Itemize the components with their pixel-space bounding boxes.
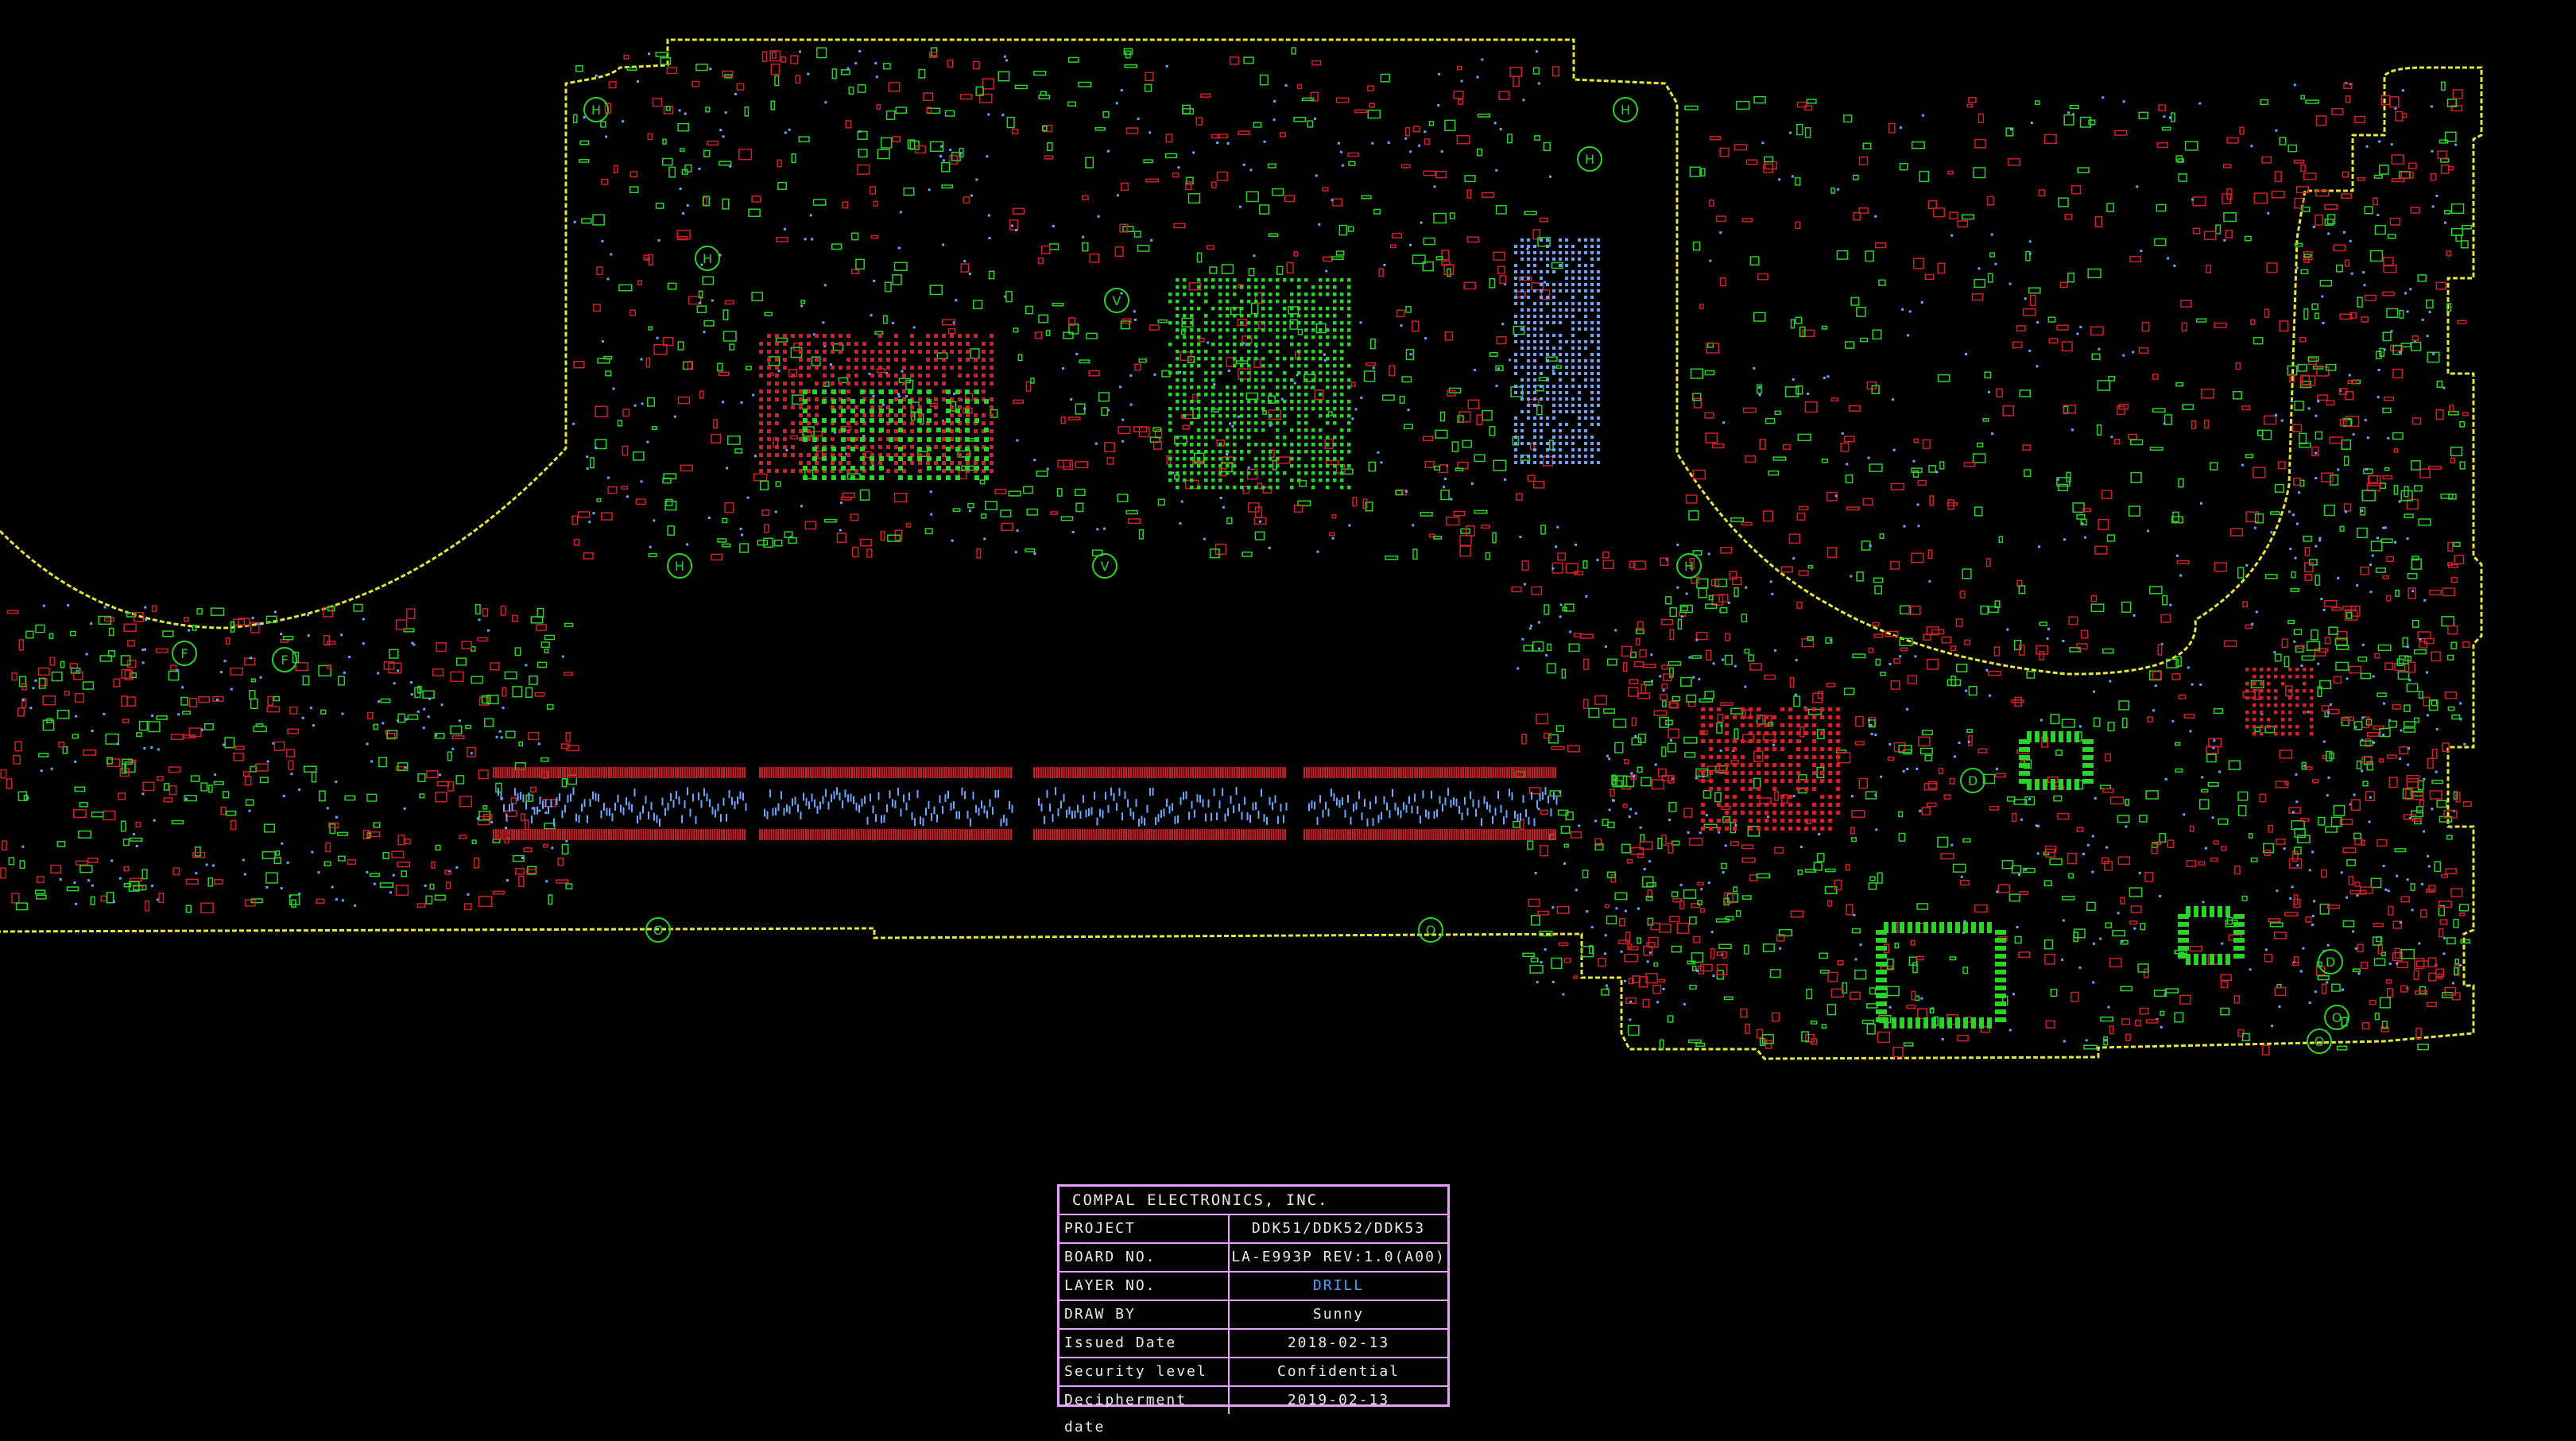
project-value: DDK51/DDK52/DDK53 xyxy=(1251,1220,1426,1237)
hole-label: V xyxy=(1113,293,1121,308)
title-row-draw-by: DRAW BY Sunny xyxy=(1059,1301,1447,1330)
hole-label: F xyxy=(180,646,188,661)
component-footprints xyxy=(0,47,2473,1058)
title-row-security-level: Security level Confidential xyxy=(1059,1358,1447,1387)
hole-label: H xyxy=(1585,152,1594,167)
hole-label: O xyxy=(2332,1010,2342,1025)
project-label: PROJECT xyxy=(1059,1215,1230,1242)
board-no-value: LA-E993P REV:1.0(A00) xyxy=(1231,1249,1446,1265)
title-row-layer-no: LAYER NO. DRILL xyxy=(1059,1272,1447,1301)
pad-cluster xyxy=(0,603,579,914)
company-name: COMPAL ELECTRONICS, INC. xyxy=(1059,1187,1447,1215)
title-row-project: PROJECT DDK51/DDK52/DDK53 xyxy=(1059,1215,1447,1244)
mounting-hole-icon: O xyxy=(1418,917,1443,943)
pad-cluster xyxy=(1684,95,2395,657)
issued-date-label: Issued Date xyxy=(1059,1330,1230,1357)
board-outline xyxy=(0,38,2483,1060)
hole-label: O xyxy=(653,923,664,938)
memory-slot-footprint xyxy=(1033,767,1288,840)
mounting-hole-icon: H xyxy=(1577,146,1602,172)
pad-cluster xyxy=(571,47,1567,561)
hole-label: D xyxy=(1968,773,1978,788)
layer-no-value: DRILL xyxy=(1312,1277,1365,1294)
bga-footprint xyxy=(803,389,989,480)
pad-cluster xyxy=(2288,81,2473,999)
hole-label: O xyxy=(2315,1034,2325,1049)
security-level-label: Security level xyxy=(1059,1358,1230,1385)
mounting-hole-icon: H xyxy=(583,97,609,122)
hole-label: H xyxy=(591,103,601,118)
qfp-footprint xyxy=(1876,922,2006,1028)
mounting-hole-icon: D xyxy=(2318,949,2343,974)
bga-footprint xyxy=(1701,707,1840,831)
mounting-hole-icon: H xyxy=(1676,553,1702,579)
hole-label: F xyxy=(281,653,288,668)
qfp-footprint xyxy=(2178,906,2245,965)
draw-by-label: DRAW BY xyxy=(1059,1301,1230,1328)
mounting-hole-icon: D xyxy=(1960,768,1985,793)
layer-no-label: LAYER NO. xyxy=(1059,1272,1230,1300)
bga-footprint xyxy=(2245,668,2314,736)
qfp-footprint xyxy=(2019,731,2094,790)
title-row-issued-date: Issued Date 2018-02-13 xyxy=(1059,1330,1447,1358)
mounting-hole-icon: H xyxy=(695,246,720,271)
mounting-hole-icon: O xyxy=(2307,1028,2332,1054)
decipherment-date-label: Decipherment date xyxy=(1059,1387,1230,1435)
mounting-hole-icon: O xyxy=(2324,1005,2349,1030)
title-row-board-no: BOARD NO. LA-E993P REV:1.0(A00) xyxy=(1059,1244,1447,1272)
board-no-label: BOARD NO. xyxy=(1059,1244,1230,1271)
hole-label: H xyxy=(675,559,684,574)
hole-label: H xyxy=(1621,103,1630,118)
memory-slot-footprint xyxy=(1303,767,1558,840)
mounting-hole-icon: V xyxy=(1092,553,1118,579)
hole-label: H xyxy=(703,251,712,266)
hole-label: D xyxy=(2326,955,2335,970)
issued-date-value: 2018-02-13 xyxy=(1287,1334,1390,1351)
security-level-value: Confidential xyxy=(1276,1363,1400,1380)
mounting-hole-icon: H xyxy=(667,553,692,579)
mounting-hole-icon: F xyxy=(172,641,197,666)
mounting-hole-icon: F xyxy=(272,647,297,672)
memory-slot-footprint xyxy=(493,767,747,840)
hole-label: H xyxy=(1684,559,1694,574)
bga-footprint xyxy=(1168,278,1351,490)
title-row-decipherment-date: Decipherment date 2019-02-13 xyxy=(1059,1387,1447,1435)
hole-label: V xyxy=(1101,559,1110,574)
hole-label: O xyxy=(1426,923,1436,938)
title-block: COMPAL ELECTRONICS, INC. PROJECT DDK51/D… xyxy=(1057,1184,1450,1435)
mounting-hole-icon: V xyxy=(1104,288,1129,313)
draw-by-value: Sunny xyxy=(1312,1306,1365,1323)
mounting-hole-icon: H xyxy=(1613,97,1638,122)
bga-footprint xyxy=(1514,238,1600,464)
memory-slot-footprint xyxy=(759,767,1013,840)
decipherment-date-value: 2019-02-13 xyxy=(1287,1392,1390,1408)
bga-footprint xyxy=(759,334,994,473)
mounting-hole-icon: O xyxy=(645,917,671,943)
